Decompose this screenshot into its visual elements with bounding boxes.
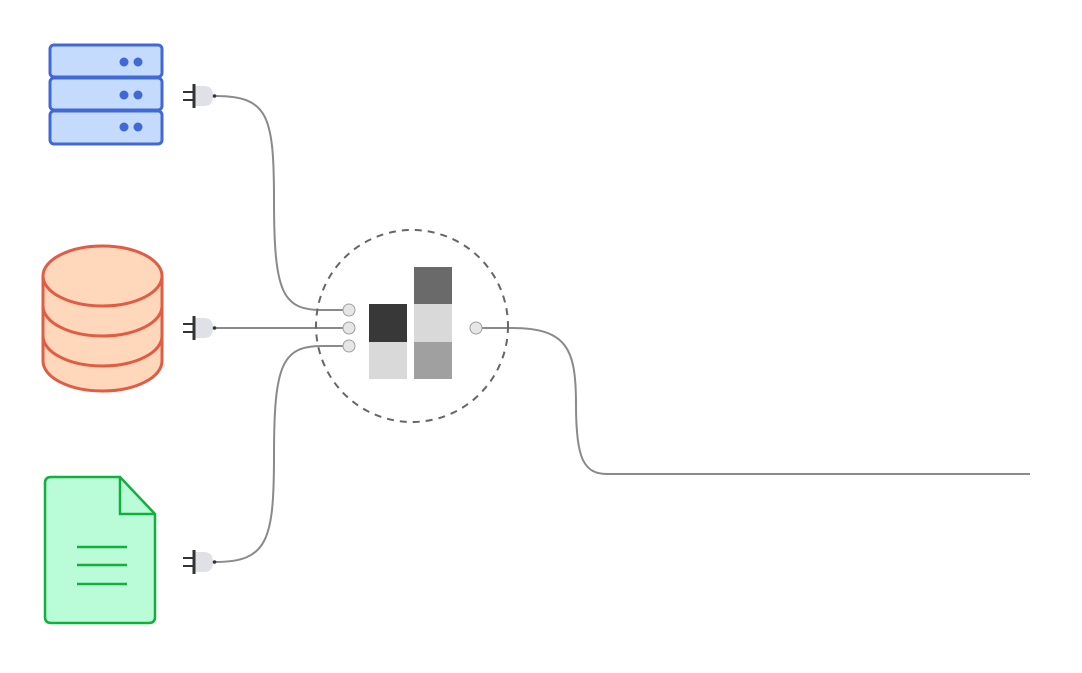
hub-block-gray	[414, 342, 452, 379]
plug-icon[interactable]	[183, 550, 217, 574]
input-port[interactable]	[342, 321, 356, 335]
input-port[interactable]	[342, 303, 356, 317]
plug-icon[interactable]	[183, 316, 217, 340]
hub-block-dark	[369, 304, 407, 342]
plug-icon[interactable]	[183, 84, 217, 108]
output-port[interactable]	[469, 321, 483, 335]
server-icon[interactable]	[48, 43, 164, 146]
hub-icon[interactable]	[315, 229, 509, 423]
hub-block-light	[414, 304, 452, 342]
hub-block-light	[369, 342, 407, 379]
database-icon[interactable]	[41, 244, 164, 393]
document-icon[interactable]	[43, 475, 157, 625]
wire-server-to-hub	[214, 95, 349, 311]
input-port[interactable]	[342, 339, 356, 353]
wire-hub-output	[476, 327, 1030, 475]
wire-document-to-hub	[214, 345, 349, 563]
hub-block-mid	[414, 267, 452, 304]
